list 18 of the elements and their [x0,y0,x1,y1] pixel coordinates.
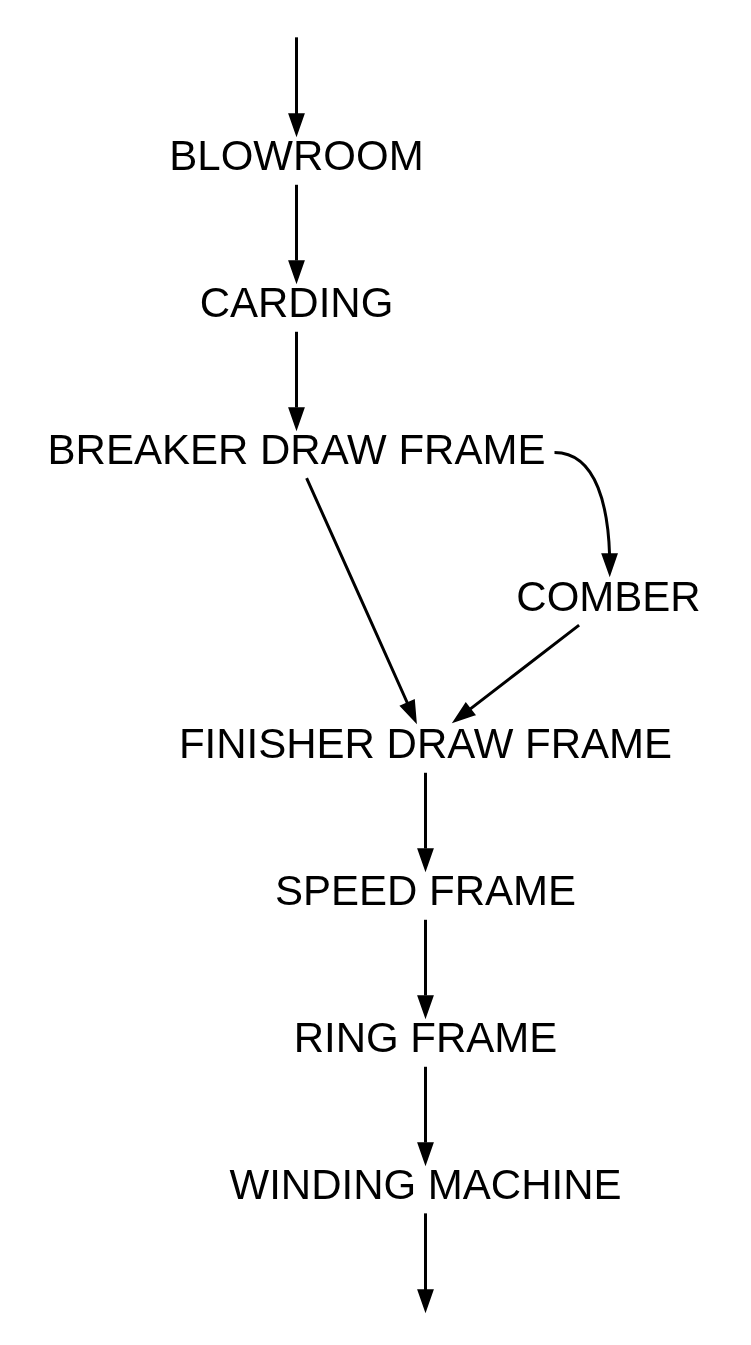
arrow [287,36,305,137]
arrow [553,450,618,577]
arrow [451,623,580,723]
arrow [287,331,305,431]
node-text: SPEED FRAME [274,866,576,914]
node-text: WINDING MACHINE [229,1160,621,1208]
node-text: BLOWROOM [168,131,424,179]
arrow [304,476,417,724]
arrow [416,1066,434,1166]
arrow [416,919,434,1019]
node-text: FINISHER DRAW FRAME [178,719,672,767]
arrow [416,772,434,872]
node-text: BREAKER DRAW FRAME [47,425,545,473]
node-text: CARDING [199,278,393,326]
arrow [416,1212,434,1313]
node-text: RING FRAME [293,1013,557,1061]
node-text: COMBER [515,572,701,620]
arrow [287,184,305,284]
